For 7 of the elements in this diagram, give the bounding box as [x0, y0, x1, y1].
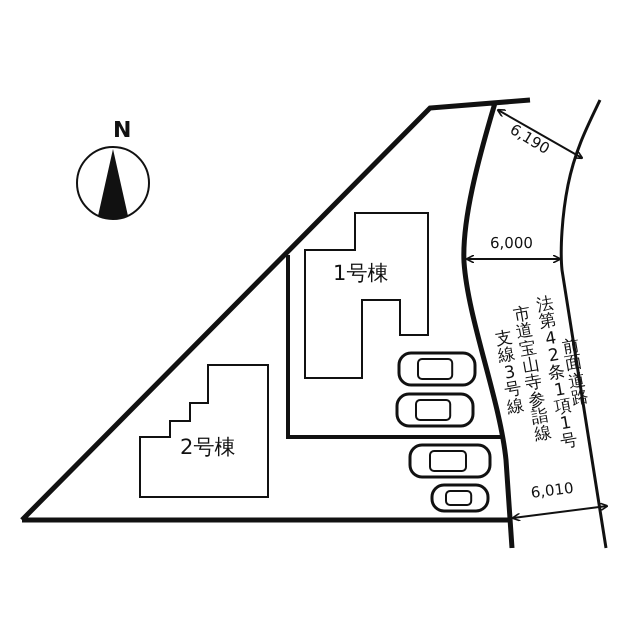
building-footprint	[303, 211, 430, 381]
north-label: N	[113, 120, 132, 142]
building-label: 2号棟	[180, 437, 236, 458]
dimension-label: 6,000	[490, 236, 533, 251]
building-label: 1号棟	[333, 263, 388, 284]
building-footprint	[138, 363, 270, 499]
dimension-label: 6,010	[530, 480, 574, 501]
